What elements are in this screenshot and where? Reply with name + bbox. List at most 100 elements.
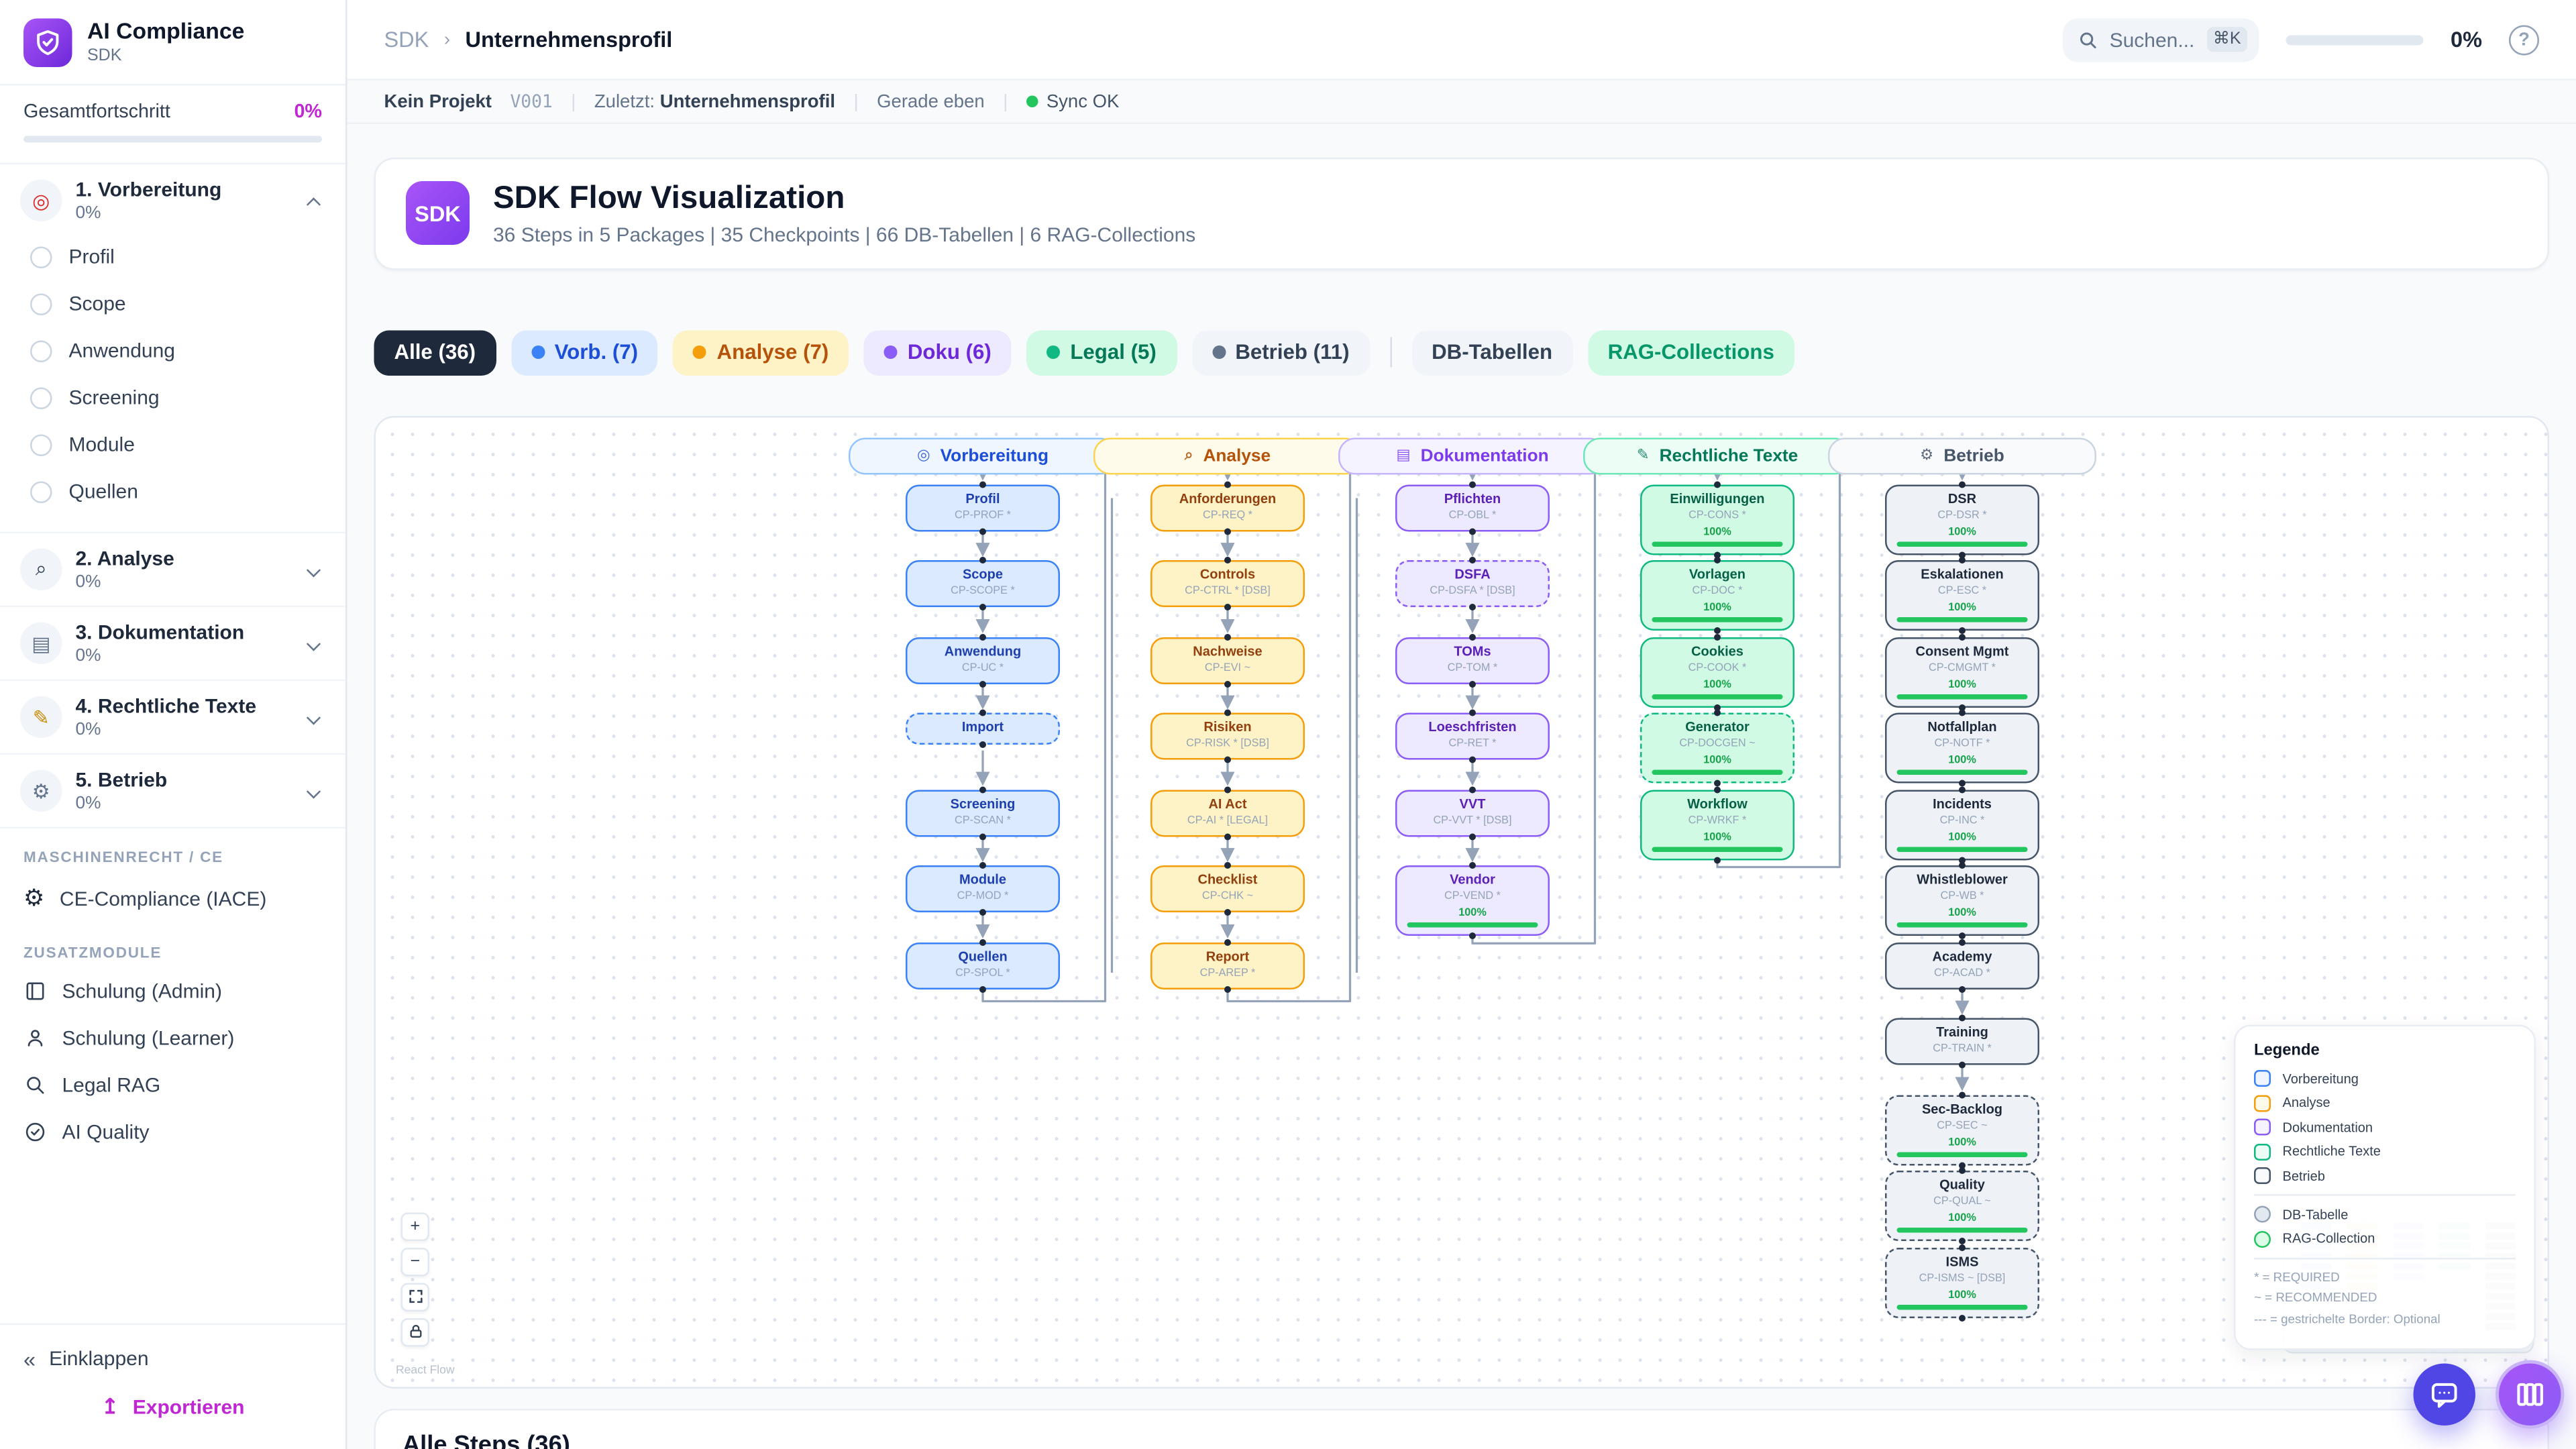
filter-chip-db[interactable]: DB-Tabellen: [1411, 330, 1573, 376]
lock-button[interactable]: [400, 1318, 429, 1347]
zoom-in-button[interactable]: +: [400, 1212, 429, 1241]
sidebar-item-schulung-admin-[interactable]: Schulung (Admin): [0, 968, 345, 1015]
chevron-down-icon: [306, 784, 321, 798]
filter-chip-legal[interactable]: Legal (5): [1026, 330, 1177, 376]
breadcrumb-root[interactable]: SDK: [384, 27, 429, 52]
help-icon[interactable]: ?: [2509, 24, 2539, 55]
search-input[interactable]: Suchen... ⌘K: [2062, 17, 2260, 62]
filter-chip-analyse[interactable]: Analyse (7): [673, 330, 849, 376]
section-caption-zusatzmodule: ZUSATZMODULE: [23, 944, 162, 961]
legend-label: Dokumentation: [2282, 1119, 2373, 1135]
page-subtitle: 36 Steps in 5 Packages | 35 Checkpoints …: [493, 223, 1196, 247]
chevron-up-icon: [306, 197, 321, 211]
filter-chip-doku[interactable]: Doku (6): [863, 330, 1012, 376]
category-dot-icon: [531, 345, 545, 360]
node-handle-top: [1714, 710, 1721, 717]
collapse-sidebar-button[interactable]: « Einklappen: [23, 1335, 322, 1382]
sidebar-item-schulung-learner-[interactable]: Schulung (Learner): [0, 1015, 345, 1062]
memo-icon: ✎: [20, 696, 62, 738]
filter-chip-all[interactable]: Alle (36): [374, 330, 496, 376]
board-view-button[interactable]: [2496, 1360, 2565, 1429]
group-header-analyse[interactable]: ⌕Analyse: [1093, 437, 1362, 475]
fit-view-button[interactable]: [400, 1283, 429, 1311]
flow-canvas[interactable]: ◎Vorbereitung⌕Analyse▤Dokumentation✎Rech…: [374, 415, 2549, 1389]
group-header-legal[interactable]: ✎Rechtliche Texte: [1583, 437, 1851, 475]
divider: [2254, 1194, 2516, 1196]
node-title: Controls: [1199, 567, 1256, 583]
sidebar-item-legal-rag[interactable]: Legal RAG: [0, 1062, 345, 1109]
node-handle-top: [1469, 557, 1476, 564]
sidebar-item-quellen[interactable]: Quellen: [20, 468, 325, 515]
memo-icon: ✎: [1636, 446, 1650, 464]
sidebar-item-scope[interactable]: Scope: [20, 280, 325, 327]
topbar-progress-value: 0%: [2451, 27, 2482, 52]
sidebar-item-profil[interactable]: Profil: [20, 233, 325, 280]
sidebar-item-module[interactable]: Module: [20, 421, 325, 468]
sidebar-item-ce-compliance[interactable]: ⚙ CE-Compliance (IACE): [0, 872, 345, 924]
flow-node-import[interactable]: Import: [906, 710, 1060, 749]
filter-chip-betrieb[interactable]: Betrieb (11): [1191, 330, 1370, 376]
filter-chip-vorb[interactable]: Vorb. (7): [511, 330, 659, 376]
zoom-out-button[interactable]: −: [400, 1247, 429, 1277]
phase-percent: 0%: [75, 645, 101, 666]
group-header-doku[interactable]: ▤Dokumentation: [1338, 437, 1607, 475]
chat-button[interactable]: [2413, 1363, 2475, 1426]
sidebar-item-anwendung[interactable]: Anwendung: [20, 327, 325, 374]
sidebar-item-screening[interactable]: Screening: [20, 374, 325, 421]
filter-chip-rag[interactable]: RAG-Collections: [1587, 330, 1794, 376]
sidebar-item-ai-quality[interactable]: AI Quality: [0, 1109, 345, 1156]
app-logo-row: AI Compliance SDK: [0, 0, 345, 84]
group-header-betrieb[interactable]: ⚙Betrieb: [1828, 437, 2096, 475]
sidebar-extra-items: Schulung (Admin)Schulung (Learner)Legal …: [0, 968, 345, 1156]
sidebar-item-label: Screening: [68, 386, 160, 409]
node-handle-top: [1224, 710, 1231, 717]
group-header-vorb[interactable]: ◎Vorbereitung: [849, 437, 1117, 475]
export-button[interactable]: ↥ Exportieren: [23, 1382, 322, 1432]
